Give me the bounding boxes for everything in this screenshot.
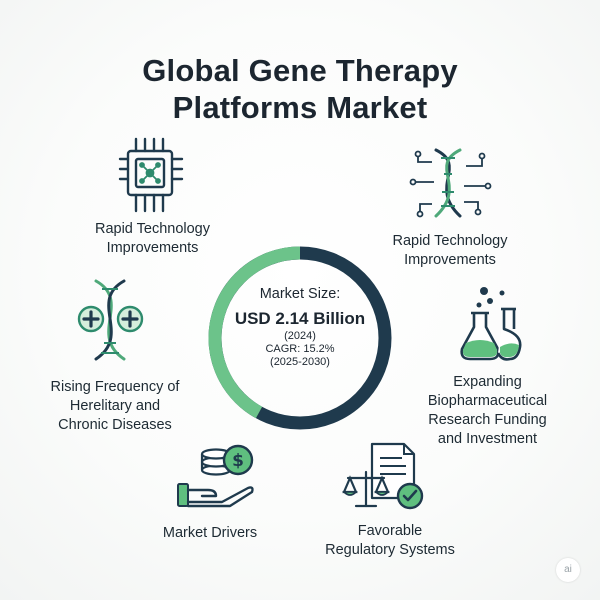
dna-medical-icon [74,277,150,363]
driver-label-line: and Investment [437,431,538,447]
title-line-2: Platforms Market [172,90,428,125]
driver-label-funding: Expanding Biopharmaceutical Research Fun… [405,373,570,449]
driver-label-line: Rapid Technology [94,221,210,237]
driver-label-line: Improvements [404,252,496,268]
svg-text:$: $ [232,451,244,471]
title-line-1: Global Gene Therapy [142,53,458,88]
driver-label-tech-right: Rapid Technology Improvements [375,232,525,270]
watermark-badge: ai [556,558,580,582]
driver-label-line: Research Funding [428,412,547,428]
market-size-summary: Market Size: USD 2.14 Billion (2024) CAG… [225,285,375,369]
driver-label-line: Chronic Diseases [58,417,172,433]
dna-circuit-icon [408,146,492,220]
chip-icon [118,135,186,215]
cagr-value: CAGR: 15.2% [265,343,335,355]
market-size-year: (2024) [284,330,316,342]
flask-icon [458,283,528,363]
market-size-ring [208,246,392,430]
driver-label-line: Herelitary and [69,398,161,414]
driver-label-line: Regulatory Systems [325,542,455,558]
driver-label-line: Improvements [106,240,199,256]
driver-label-line: Biopharmaceutical [427,393,548,409]
market-size-value: USD 2.14 Billion [234,309,366,328]
driver-label-diseases: Rising Frequency of Herelitary and Chron… [35,378,195,435]
driver-label-line: Favorable [357,523,423,539]
ring-green-segment [208,246,301,419]
market-size-label: Market Size: [259,286,341,302]
driver-label-regulatory: Favorable Regulatory Systems [310,522,470,560]
driver-label-tech-left: Rapid Technology Improvements [80,220,225,258]
cagr-period: (2025-2030) [270,356,330,368]
hand-coins-icon: $ [174,440,260,510]
driver-label-line: Rapid Technology [392,233,508,249]
driver-label-market-drivers: Market Drivers [145,524,275,543]
diagram-title: Global Gene Therapy Platforms Market [0,52,600,126]
driver-label-line: Expanding [453,374,522,390]
driver-label-line: Market Drivers [162,525,258,541]
driver-label-line: Rising Frequency of [50,379,180,395]
scales-document-icon [342,440,428,512]
